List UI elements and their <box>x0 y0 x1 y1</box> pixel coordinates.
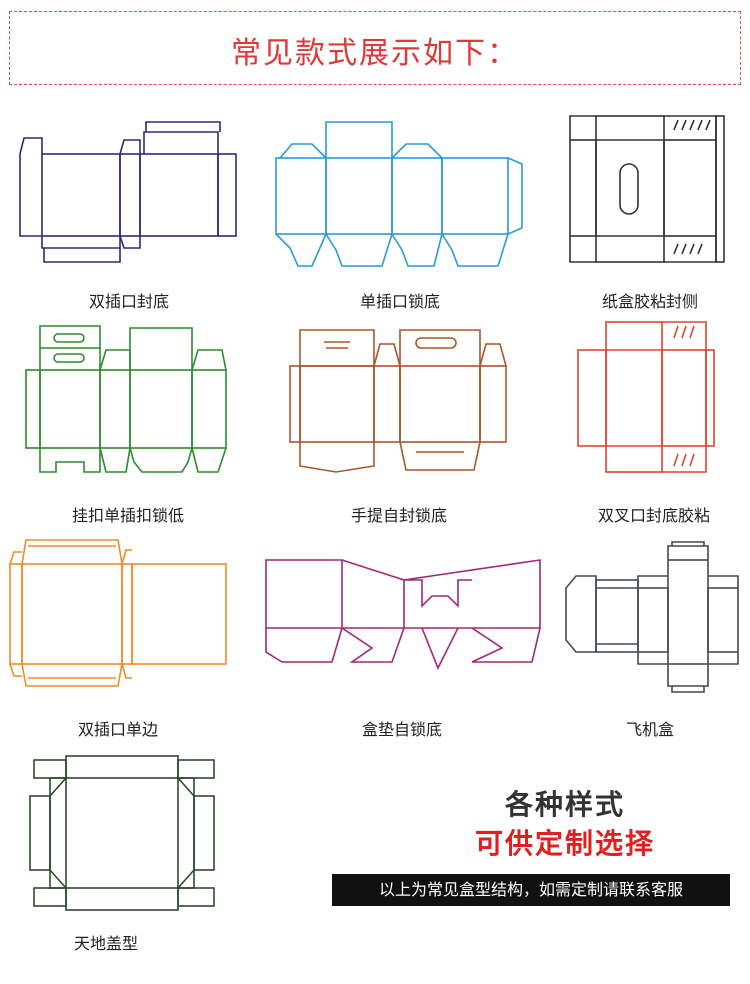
contact-note: 以上为常见盒型结构，如需定制请联系客服 <box>332 874 730 906</box>
label-glued-side-box: 纸盒胶粘封侧 <box>601 292 698 311</box>
promo-subheading: 可供定制选择 <box>474 827 655 860</box>
diagram-single-tuck-lock-bottom <box>275 121 523 267</box>
diagram-double-tuck-end <box>19 121 237 263</box>
diagram-mailer-box <box>565 541 739 693</box>
label-mailer-box: 飞机盒 <box>625 720 674 739</box>
label-lid-and-base: 天地盖型 <box>73 934 138 953</box>
diagram-handle-lock-bottom <box>289 329 507 473</box>
diagram-double-fork-glued <box>577 321 715 473</box>
diagram-lid-and-base <box>29 755 215 911</box>
label-self-lock-pad-bottom: 盒垫自锁底 <box>361 720 442 739</box>
label-double-fork-glued: 双叉口封底胶粘 <box>597 506 710 525</box>
diagram-double-tuck-single-side <box>9 539 227 687</box>
diagram-hang-tab-tuck-lock <box>25 325 227 473</box>
label-handle-lock-bottom: 手提自封锁底 <box>350 506 447 525</box>
diagram-self-lock-pad-bottom <box>265 559 541 670</box>
header-title: 常见款式展示如下： <box>231 36 519 71</box>
diagram-glued-side-box <box>569 115 725 263</box>
label-double-tuck-single-side: 双插口单边 <box>77 720 158 739</box>
label-double-tuck-end: 双插口封底 <box>88 292 169 311</box>
label-single-tuck-lock-bottom: 单插口锁底 <box>359 292 440 311</box>
promo-heading: 各种样式 <box>504 788 625 821</box>
label-hang-tab-tuck-lock: 挂扣单插扣锁低 <box>71 506 184 525</box>
header-banner: 常见款式展示如下： <box>9 11 741 85</box>
